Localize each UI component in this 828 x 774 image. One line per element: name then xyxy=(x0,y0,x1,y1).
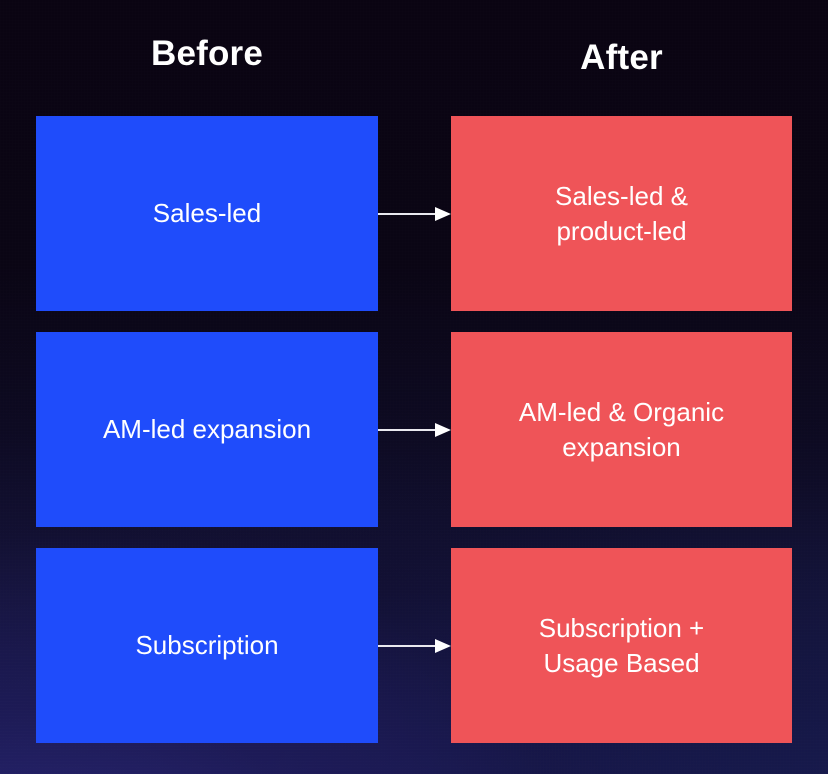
arrow-head xyxy=(435,638,451,653)
before-box: AM-led expansion xyxy=(36,332,378,527)
after-box: Subscription + Usage Based xyxy=(451,548,792,743)
column-header-after: After xyxy=(580,38,663,77)
arrow-right-icon xyxy=(378,205,451,223)
arrow-right-icon xyxy=(378,637,451,655)
after-box: AM-led & Organic expansion xyxy=(451,332,792,527)
arrow-line xyxy=(378,428,436,431)
comparison-row: Sales-led Sales-led & product-led xyxy=(0,116,828,311)
arrow-right-icon xyxy=(378,421,451,439)
comparison-row: AM-led expansion AM-led & Organic expans… xyxy=(0,332,828,527)
comparison-row: Subscription Subscription + Usage Based xyxy=(0,548,828,743)
after-box: Sales-led & product-led xyxy=(451,116,792,311)
arrow-line xyxy=(378,212,436,215)
arrow-head xyxy=(435,422,451,437)
arrow-line xyxy=(378,644,436,647)
before-box: Sales-led xyxy=(36,116,378,311)
arrow-head xyxy=(435,206,451,221)
column-header-before: Before xyxy=(150,34,264,73)
before-box: Subscription xyxy=(36,548,378,743)
